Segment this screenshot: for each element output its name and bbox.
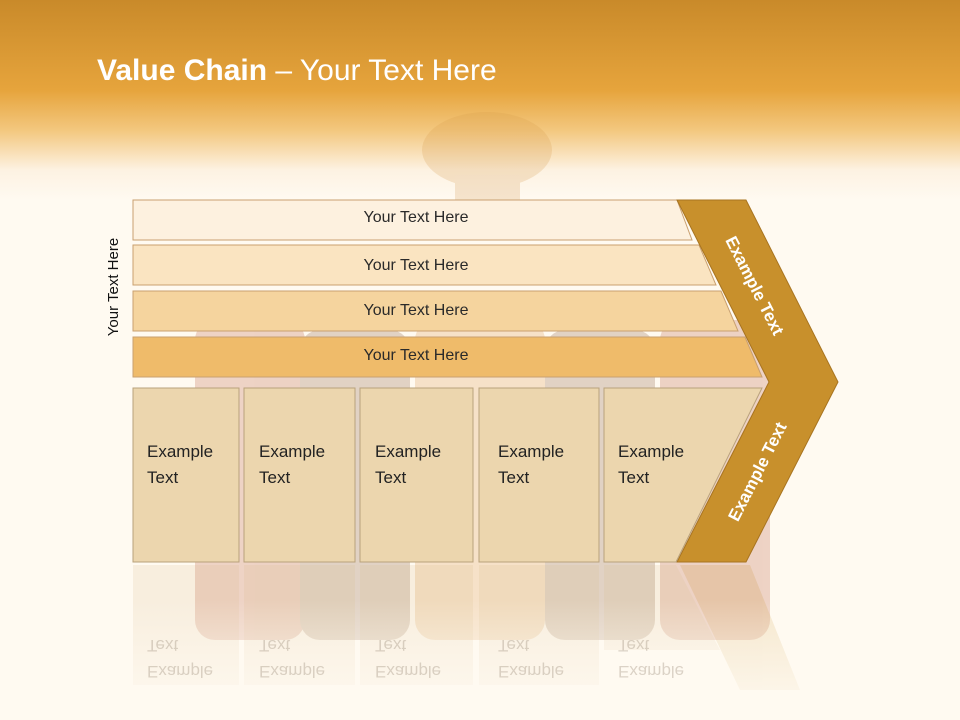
bar-3-label: Your Text Here [363,302,469,319]
bar-4-label: Your Text Here [363,347,469,364]
box-1-label: Example Text [147,439,247,491]
title-bold: Value Chain [97,54,268,87]
bar-3-shape [132,290,739,332]
box-5-shape [603,387,763,563]
slide-title: Value Chain – Your Text Here [97,54,497,88]
box-5-label: Example Text [618,439,718,491]
bar-4-shape [132,336,763,378]
bar-2-label: Your Text Here [363,257,469,274]
box-1-line1: Example [147,442,214,461]
box-3-line1: Example [375,442,442,461]
bar-2-shape [132,244,717,286]
bar-1-shape [132,199,693,241]
box-2-line1: Example [259,442,326,461]
box-4-line1: Example [498,442,565,461]
side-label: Your Text Here [105,237,122,337]
box-2-shape [243,387,356,563]
box-4-line2: Text [498,468,530,487]
title-rest: – Your Text Here [267,54,497,87]
box-3-shape [359,387,474,563]
box-4-shape [478,387,600,563]
box-4-label: Example Text [498,439,598,491]
box-2-label: Example Text [259,439,359,491]
box-1-line2: Text [147,468,179,487]
bar-1-label: Your Text Here [363,209,469,226]
chevron-shape [676,199,839,563]
box-2-line2: Text [259,468,291,487]
box-3-line2: Text [375,468,407,487]
box-3-label: Example Text [375,439,475,491]
header-band [0,0,960,200]
box-5-line1: Example [618,442,685,461]
box-1-shape [132,387,240,563]
box-5-line2: Text [618,468,650,487]
